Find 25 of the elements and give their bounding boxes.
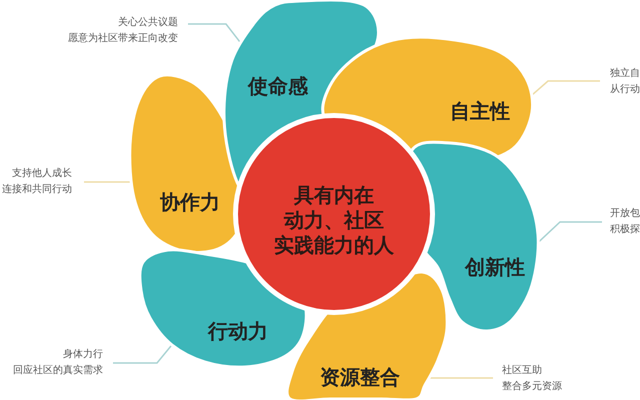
annotation-text: 关心公共议题	[118, 16, 178, 30]
leader-line	[113, 344, 172, 364]
annotation-text: 积极探	[610, 222, 640, 237]
leader-line	[84, 181, 132, 183]
leader-line	[188, 23, 241, 44]
petal-label: 使命感	[248, 75, 308, 99]
annotation-text: 整合多元资源	[502, 380, 562, 394]
annotation-text: 支持他人成长	[12, 166, 72, 181]
petal-label: 创新性	[465, 256, 525, 280]
annotation-text: 开放包	[610, 207, 640, 221]
petal-label: 自主性	[450, 100, 510, 124]
leader-line	[538, 221, 602, 243]
annotation-text: 社区互助	[502, 364, 542, 378]
petal-label: 行动力	[208, 320, 268, 344]
annotation-text: 回应社区的真实需求	[13, 364, 103, 378]
center-label: 具有内在动力、社区实践能力的人	[273, 184, 395, 258]
annotation-text: 连接和共同行动	[2, 182, 72, 197]
annotation-text: 身体力行	[63, 348, 103, 362]
leader-line	[531, 80, 600, 96]
annotation-text: 独立自	[610, 66, 640, 81]
annotation-text: 愿意为社区带来正向改变	[68, 32, 178, 46]
petal-label: 资源整合	[320, 366, 400, 390]
annotation-text: 从行动	[610, 82, 640, 97]
petal-label: 协作力	[160, 191, 220, 215]
leader-line	[429, 377, 493, 379]
